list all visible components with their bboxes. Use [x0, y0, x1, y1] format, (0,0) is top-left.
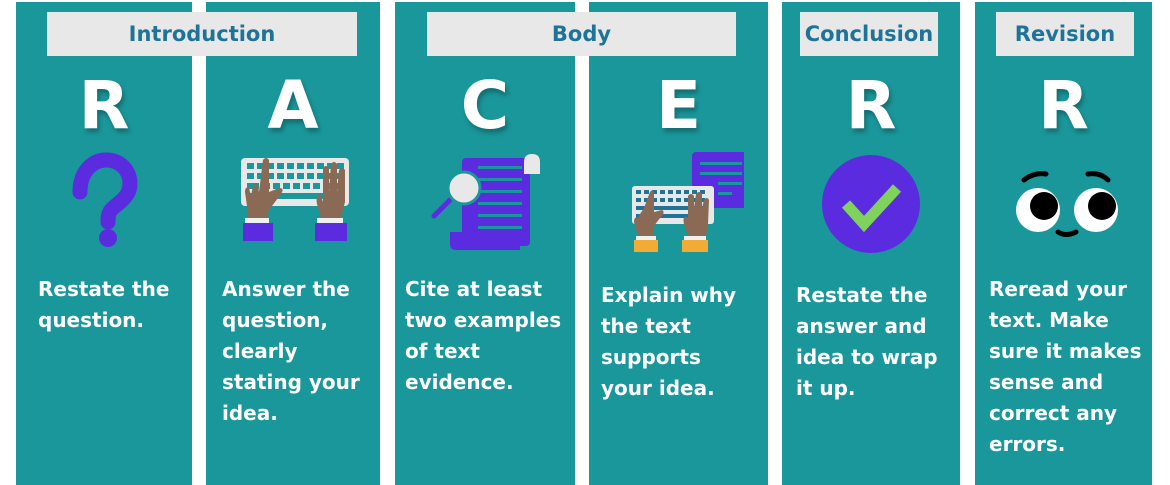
column-restate-answer: R Restate the answer and idea to wrap it…: [782, 2, 960, 485]
column-description: Answer the question, clearly stating you…: [222, 277, 360, 425]
column-letter: A: [267, 67, 319, 144]
column-answer: A Answer the question, clearly stating y…: [206, 2, 380, 485]
document-magnifier-icon: [395, 152, 575, 257]
column-letter: C: [460, 67, 510, 144]
question-mark-icon: [16, 152, 192, 257]
column-description: Reread your text. Make sure it makes sen…: [989, 277, 1142, 456]
section-header-revision: Revision: [996, 12, 1134, 56]
column-explain: E Explain why the text supports your ide…: [589, 2, 768, 485]
column-letter: R: [1038, 67, 1089, 144]
column-cite: C Cite at least two examples of text evi…: [395, 2, 575, 485]
column-reread: R Reread your text. Make sure it makes s…: [975, 2, 1152, 485]
section-header-conclusion: Conclusion: [800, 12, 938, 56]
column-letter: R: [78, 67, 130, 144]
section-header-introduction: Introduction: [47, 12, 357, 56]
keyboard-hands-icon: [206, 152, 380, 257]
column-restate-question: R Restate the question.: [16, 2, 192, 485]
eyes-face-icon: [975, 152, 1152, 257]
column-description: Cite at least two examples of text evide…: [405, 277, 562, 394]
checkmark-circle-icon: [782, 152, 960, 257]
column-description: Restate the answer and idea to wrap it u…: [796, 283, 938, 400]
section-header-body: Body: [427, 12, 736, 56]
column-letter: E: [655, 67, 702, 144]
column-description: Restate the question.: [38, 277, 170, 332]
keyboard-document-icon: [589, 152, 768, 257]
column-letter: R: [845, 67, 897, 144]
column-description: Explain why the text supports your idea.: [601, 283, 737, 400]
